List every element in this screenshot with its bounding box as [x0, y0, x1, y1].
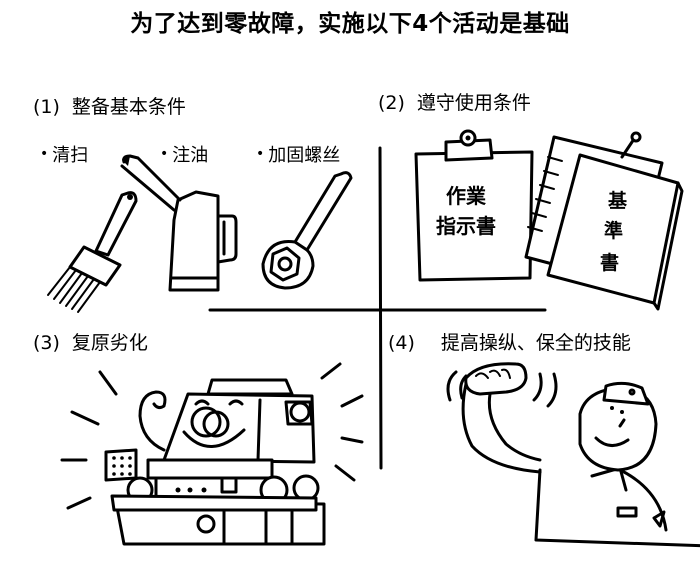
section-3-heading: (3) 复原劣化 [33, 328, 148, 355]
section-3-number: (3) [33, 332, 60, 354]
section-2-heading: (2) 遵守使用条件 [378, 88, 531, 115]
item-lubrication: •注油 [160, 145, 209, 166]
manual-book-icon: 基 準 書 [524, 131, 684, 311]
section-2-number: (2) [378, 92, 405, 114]
brush-icon [47, 191, 138, 313]
happy-machine-icon [60, 362, 364, 546]
manual-text-line1: 基 [607, 189, 628, 212]
section-4-number: (4) [388, 332, 415, 354]
item-tightening-label: 加固螺丝 [268, 145, 341, 166]
oil-can-icon [120, 154, 238, 292]
item-cleaning-label: 清扫 [52, 145, 89, 166]
item-cleaning: •清扫 [40, 145, 89, 166]
section-1-label: 整备基本条件 [71, 96, 186, 118]
clipboard-icon: 作業 指示書 [414, 129, 534, 282]
clipboard-text-line1: 作業 [446, 184, 487, 208]
wrench-icon [261, 171, 353, 290]
manual-text-line2: 準 [604, 219, 623, 242]
clipboard-text-line2: 指示書 [436, 214, 496, 238]
item-lubrication-label: 注油 [172, 145, 209, 166]
item-tightening: •加固螺丝 [256, 145, 341, 166]
section-1-heading: (1) 整备基本条件 [33, 92, 186, 119]
page-title: 为了达到零故障，实施以下4个活动是基础 [130, 11, 570, 37]
section-2-label: 遵守使用条件 [416, 92, 531, 114]
section-3-label: 复原劣化 [71, 332, 148, 354]
section-1-number: (1) [33, 96, 60, 118]
strong-worker-icon [446, 362, 700, 548]
section-4-label: 提高操纵、保全的技能 [440, 332, 631, 354]
manual-text-line3: 書 [600, 252, 619, 274]
section-4-heading: (4) 提高操纵、保全的技能 [388, 328, 631, 355]
